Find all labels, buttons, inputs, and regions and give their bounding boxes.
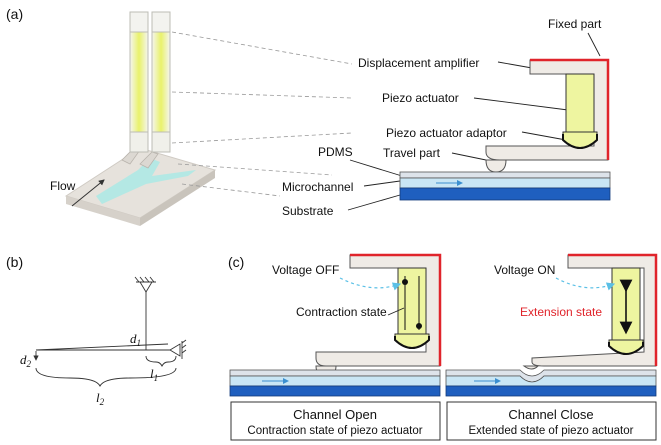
caption-open-subtitle: Contraction state of piezo actuator (247, 425, 422, 437)
label-d2: d2 (20, 352, 32, 369)
caption-close-title: Channel Close (508, 407, 593, 422)
mechanism-sketch (33, 276, 187, 388)
label-fixed-part: Fixed part (548, 17, 602, 31)
caption-open-title: Channel Open (293, 407, 377, 422)
label-substrate: Substrate (282, 204, 334, 218)
panel-c-label: (c) (228, 254, 244, 270)
leader-dashed-lines (171, 31, 353, 197)
flow-label: Flow (50, 179, 76, 193)
label-piezo-actuator-adaptor: Piezo actuator adaptor (386, 126, 507, 140)
panel-b-label: (b) (6, 254, 23, 270)
label-l1: l1 (150, 366, 158, 383)
label-pointer-lines (347, 32, 601, 211)
label-microchannel: Microchannel (282, 180, 353, 194)
caption-box-open (230, 401, 441, 441)
label-l2: l2 (96, 390, 105, 407)
label-contraction-state: Contraction state (296, 305, 387, 319)
contraction-pointer-line (387, 307, 405, 316)
label-extension-state: Extension state (520, 305, 602, 319)
label-d1: d1 (130, 331, 141, 348)
label-piezo-actuator: Piezo actuator (382, 91, 459, 105)
caption-close-subtitle: Extended state of piezo actuator (469, 425, 634, 437)
caption-box-close (446, 401, 657, 441)
label-voltage-off: Voltage OFF (272, 263, 339, 277)
label-displacement-amplifier: Displacement amplifier (358, 56, 479, 70)
panel-a-label: (a) (6, 6, 23, 22)
label-pdms: PDMS (318, 145, 353, 159)
voltage-on-arrow (555, 277, 616, 291)
label-voltage-on: Voltage ON (494, 263, 555, 277)
device-channel-close (445, 253, 658, 397)
voltage-off-arrow (339, 277, 402, 291)
cross-section-device-a (399, 58, 611, 201)
device-channel-open (229, 253, 442, 397)
label-travel-part: Travel part (383, 146, 441, 160)
device-3d-illustration: Flow (50, 11, 217, 226)
